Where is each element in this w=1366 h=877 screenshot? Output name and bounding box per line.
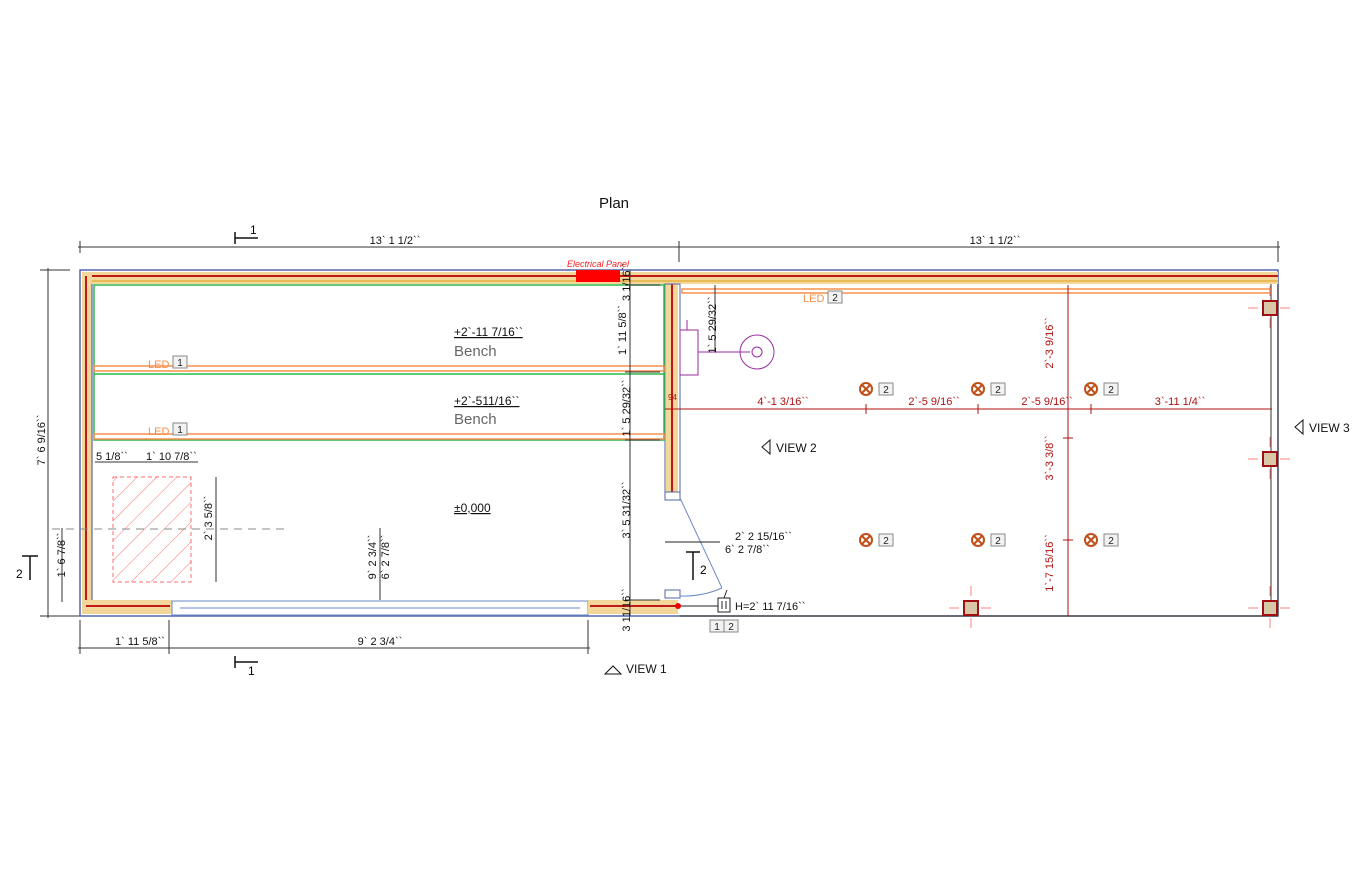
left-dimension <box>40 268 80 618</box>
switch-tag-2-box <box>723 619 739 633</box>
section-2-door: 2 <box>700 563 707 577</box>
dim-v-bottom: 3 11/16`` <box>621 588 633 631</box>
dim-door-b: 6` 2 7/8`` <box>725 544 770 556</box>
view-2-marker-icon <box>761 438 771 456</box>
dim-v-bench2: 1` 5 29/32`` <box>621 380 633 437</box>
column-icon <box>1248 586 1292 630</box>
walls <box>79 269 1279 617</box>
light-tag: 2 <box>995 536 1001 547</box>
ceiling-light-icon: 2 <box>859 382 894 396</box>
dim-room-h: 6` 2 7/8`` <box>380 535 392 580</box>
door <box>679 497 723 597</box>
column-icon <box>949 586 993 630</box>
sink-icon <box>679 285 775 376</box>
switch-icon <box>675 589 731 613</box>
plan-title: Plan <box>599 195 629 212</box>
dim-v-floor: 3` 5 31/32`` <box>621 482 633 539</box>
floor-level: ±0,000 <box>454 501 491 515</box>
columns <box>949 286 1292 630</box>
led-tag-2: 2 <box>832 293 838 304</box>
ceiling-light-icon: 2 <box>1084 382 1119 396</box>
section-1-top: 1 <box>250 223 257 237</box>
light-tag: 2 <box>995 385 1001 396</box>
led-tag-1a-box <box>172 355 188 369</box>
red-dim-v2: 3`-3 3/8`` <box>1044 435 1056 480</box>
led-label-1a: LED <box>148 359 169 371</box>
view-1-label[interactable]: VIEW 1 <box>626 662 667 676</box>
section-2-left: 2 <box>16 567 23 581</box>
section-markers <box>22 232 700 668</box>
light-tag: 2 <box>1108 536 1114 547</box>
section-1-bottom: 1 <box>248 664 255 678</box>
red-dim-h3: 2`-5 9/16`` <box>1021 396 1072 408</box>
view-1-marker-icon <box>603 665 623 675</box>
bottom-dimension <box>78 620 590 654</box>
dim-door-a: 2` 2 15/16`` <box>735 531 792 543</box>
benches <box>93 284 1271 441</box>
light-tag: 2 <box>1108 385 1114 396</box>
column-icon <box>1248 437 1292 481</box>
dim-sink: 1` 5 29/32`` <box>707 297 719 354</box>
ceiling-lights: 2 2 2 2 2 2 <box>859 382 1119 547</box>
light-tag: 2 <box>883 385 889 396</box>
led-label-1b: LED <box>148 426 169 438</box>
view-3-marker-icon <box>1294 418 1304 436</box>
switch-tag-2: 2 <box>728 622 734 633</box>
red-dim-v3: 1`-7 15/16`` <box>1044 534 1056 591</box>
dim-rect-w: 1` 10 7/8`` <box>146 451 197 463</box>
dim-left-height: 7` 6 9/16`` <box>36 415 48 466</box>
bench2-name: Bench <box>454 411 497 428</box>
dim-v-bench1: 1` 11 5/8`` <box>617 305 629 355</box>
dim-left-small: 1` 6 7/8`` <box>56 533 68 578</box>
bench2-level: +2`-511/16`` <box>454 394 519 408</box>
dim-bottom-window: 9` 2 3/4`` <box>358 636 403 648</box>
dim-bottom-left: 1` 11 5/8`` <box>115 636 165 648</box>
dim-room-w: 9` 2 3/4`` <box>367 535 379 580</box>
ceiling-light-icon: 2 <box>859 533 894 547</box>
dim-top-left: 13` 1 1/2`` <box>370 235 421 247</box>
dim-rect-x: 5 1/8`` <box>96 451 128 463</box>
led-tag-2-box <box>827 290 843 304</box>
dim-rect-h: 2` 3 5/8`` <box>203 496 215 541</box>
ceiling-light-icon: 2 <box>971 533 1006 547</box>
bench1-level: +2`-11 7/16`` <box>454 325 523 339</box>
red-dim-h4: 3`-11 1/4`` <box>1155 396 1206 408</box>
electrical-panel-label: Electrical Panel <box>567 259 630 269</box>
dim-v-top: 3 1/16`` <box>621 263 633 301</box>
red-dim-h1: 4`-1 3/16`` <box>757 396 808 408</box>
light-tag: 2 <box>883 536 889 547</box>
red-dim-h2: 2`-5 9/16`` <box>908 396 959 408</box>
led-label-2: LED <box>803 293 824 305</box>
led-tag-1a: 1 <box>177 358 183 369</box>
led-tag-1b-box <box>172 422 188 436</box>
column-icon <box>1248 286 1292 330</box>
red-dimension-lines <box>665 285 1272 616</box>
partition-dimension <box>625 270 660 616</box>
ceiling-light-icon: 2 <box>971 382 1006 396</box>
ceiling-light-icon: 2 <box>1084 533 1119 547</box>
hatched-area <box>52 461 381 600</box>
view-3-label[interactable]: VIEW 3 <box>1309 421 1350 435</box>
switch-tag-1: 1 <box>714 622 720 633</box>
dim-top-right: 13` 1 1/2`` <box>970 235 1021 247</box>
red-dim-v1: 2`-3 9/16`` <box>1044 317 1056 368</box>
electrical-panel <box>576 270 620 282</box>
view-2-label[interactable]: VIEW 2 <box>776 441 817 455</box>
led-tag-1b: 1 <box>177 425 183 436</box>
bench1-name: Bench <box>454 343 497 360</box>
red-dim-small: 94 <box>668 393 677 402</box>
top-dimension <box>78 241 1280 262</box>
switch-height: H=2` 11 7/16`` <box>735 601 805 613</box>
